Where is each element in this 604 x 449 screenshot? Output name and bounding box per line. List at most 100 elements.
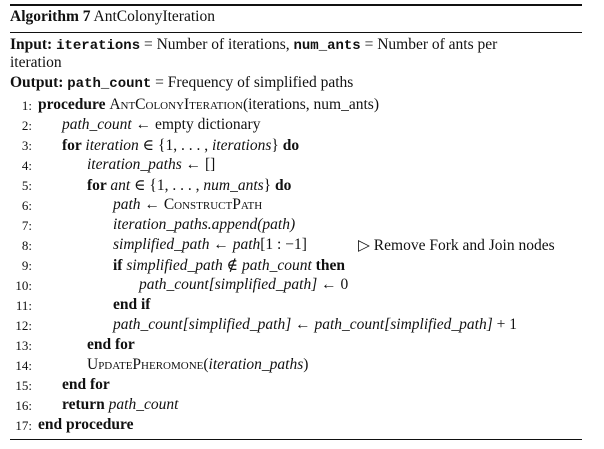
variable: simplified_path xyxy=(126,257,223,274)
line-code: simplified_path ← path[1 : −1] xyxy=(113,236,307,254)
output-label: Output: xyxy=(10,74,64,91)
expression: ← xyxy=(291,316,315,333)
line-code: end for xyxy=(87,336,135,354)
algorithm-number: Algorithm 7 xyxy=(10,8,91,25)
output-var: path_count xyxy=(67,76,152,92)
expression: ) xyxy=(303,356,309,373)
expression: [1 : −1] xyxy=(260,236,307,253)
line-number: 12: xyxy=(15,318,32,333)
keyword: for xyxy=(87,177,111,194)
input-desc-continued: iteration xyxy=(10,54,62,71)
input-var-iterations: iterations xyxy=(56,38,141,54)
expression: ← [] xyxy=(181,156,216,173)
line-code: for ant ∈ {1, . . . , num_ants} do xyxy=(87,176,291,195)
line-number: 4: xyxy=(21,158,32,173)
variable: path xyxy=(232,236,261,253)
line-number: 17: xyxy=(15,418,32,433)
variable: path_count[simplified_path] xyxy=(139,276,318,293)
keyword: if xyxy=(113,257,127,274)
line-number: 15: xyxy=(15,378,32,393)
keyword: return xyxy=(62,396,109,413)
line-number: 14: xyxy=(15,358,32,373)
line-number: 1: xyxy=(21,98,32,113)
line-code: end for xyxy=(62,376,110,394)
line-code: UpdatePheromone(iteration_paths) xyxy=(87,356,308,374)
variable: iterations xyxy=(211,137,272,154)
function-name: ConstructPath xyxy=(163,196,263,213)
keyword: end if xyxy=(113,296,151,313)
expression: ← xyxy=(140,196,164,213)
line-code: for iteration ∈ {1, . . . , iterations} … xyxy=(62,136,299,155)
algorithm-name: AntColonyIteration xyxy=(93,8,215,25)
line-number: 16: xyxy=(15,398,32,413)
line-code: end procedure xyxy=(38,416,133,434)
line-comment: ▷ Remove Fork and Join nodes xyxy=(358,237,555,254)
expression: ∈ {1, . . . , xyxy=(130,177,204,194)
variable: path_count xyxy=(242,257,312,274)
keyword: do xyxy=(275,177,292,194)
keyword: end procedure xyxy=(38,416,134,433)
keyword: for xyxy=(62,137,86,154)
input-desc-iterations: = Number of iterations, xyxy=(140,36,294,53)
keyword: end for xyxy=(87,336,135,353)
variable: path_count[simplified_path] xyxy=(314,316,493,333)
expression: ← xyxy=(209,236,233,253)
algorithm-caption: Algorithm 7 AntColonyIteration xyxy=(10,8,215,26)
variable: path_count xyxy=(108,396,179,413)
variable: ant xyxy=(110,177,131,194)
variable: path xyxy=(113,196,141,213)
input-line: Input: iterations = Number of iterations… xyxy=(10,36,497,54)
expression: ∉ xyxy=(222,257,243,274)
line-number: 3: xyxy=(21,138,32,153)
caption-rule xyxy=(10,32,582,33)
input-line-continued: iteration xyxy=(10,54,62,72)
keyword: then xyxy=(311,257,345,274)
keyword: do xyxy=(282,137,300,154)
variable: path_count xyxy=(62,116,132,133)
line-number: 11: xyxy=(15,298,32,313)
line-number: 6: xyxy=(21,198,32,213)
expression: ← 0 xyxy=(317,276,349,293)
expression: + 1 xyxy=(492,316,517,333)
variable: iteration_paths xyxy=(87,156,182,173)
line-number: 2: xyxy=(21,118,32,133)
procedure-args: (iterations, num_ants) xyxy=(242,96,379,113)
input-desc-num-ants: = Number of ants per xyxy=(360,36,498,53)
line-code: end if xyxy=(113,296,150,314)
variable: num_ants xyxy=(203,177,264,194)
line-code: if simplified_path ∉ path_count then xyxy=(113,256,345,275)
bottom-rule xyxy=(10,439,582,440)
line-code: iteration_paths ← [] xyxy=(87,156,215,174)
line-number: 9: xyxy=(21,258,32,273)
variable: iteration_paths xyxy=(208,356,304,373)
keyword: procedure xyxy=(38,96,110,113)
expression: iteration_paths.append(path) xyxy=(113,216,296,233)
expression: ∈ {1, . . . , xyxy=(138,137,212,154)
line-number: 7: xyxy=(21,218,32,233)
line-code: path ← ConstructPath xyxy=(113,196,262,214)
line-code: iteration_paths.append(path) xyxy=(113,216,295,234)
line-number: 13: xyxy=(15,338,32,353)
output-desc: = Frequency of simplified paths xyxy=(151,74,354,91)
variable: simplified_path xyxy=(113,236,210,253)
line-code: path_count[simplified_path] ← 0 xyxy=(139,276,348,294)
procedure-name: AntColonyIteration xyxy=(109,96,243,113)
line-number: 5: xyxy=(21,178,32,193)
line-number: 10: xyxy=(15,278,32,293)
variable: iteration xyxy=(85,137,139,154)
expression: } xyxy=(271,137,283,154)
top-rule xyxy=(10,4,582,6)
line-code: path_count[simplified_path] ← path_count… xyxy=(113,316,517,334)
input-label: Input: xyxy=(10,36,53,53)
line-number: 8: xyxy=(21,238,32,253)
expression: ← empty dictionary xyxy=(131,116,261,133)
keyword: end for xyxy=(62,376,110,393)
expression: } xyxy=(263,177,275,194)
output-line: Output: path_count = Frequency of simpli… xyxy=(10,74,353,92)
input-var-num-ants: num_ants xyxy=(293,38,361,54)
variable: path_count[simplified_path] xyxy=(113,316,292,333)
line-code: path_count ← empty dictionary xyxy=(62,116,260,134)
line-code: procedure AntColonyIteration(iterations,… xyxy=(38,96,379,114)
function-name: UpdatePheromone xyxy=(87,356,204,373)
